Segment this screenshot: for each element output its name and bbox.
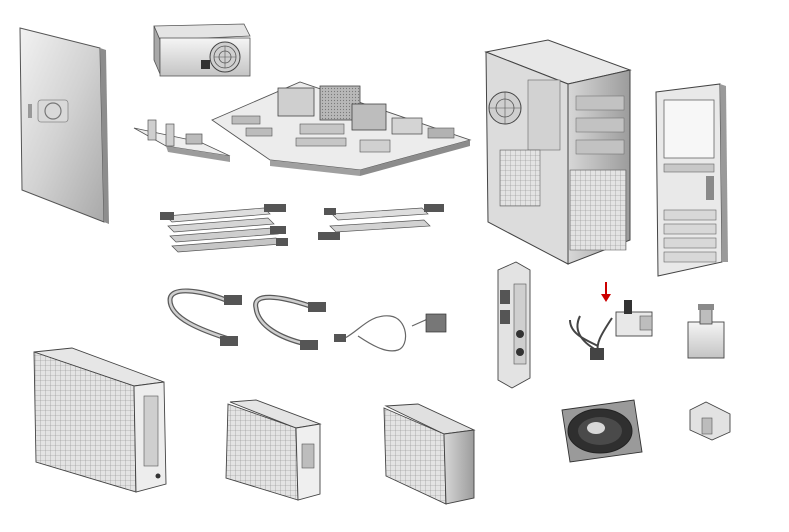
- audio-jack-icon: [516, 330, 524, 356]
- arrow-down-icon: [601, 282, 611, 302]
- sata-cable-1: [167, 288, 242, 346]
- chassis: [484, 39, 632, 265]
- expansion-riser-card: [133, 119, 231, 162]
- hard-drive: [383, 403, 476, 505]
- power-switch-cable: [334, 313, 447, 352]
- chassis-clip: [689, 401, 731, 441]
- heatsink-fan: [687, 304, 725, 359]
- front-bezel: [655, 83, 728, 277]
- power-supply: [153, 23, 251, 77]
- power-button-assembly: [569, 282, 653, 360]
- system-board: [211, 81, 472, 176]
- fan-icon: [488, 91, 522, 125]
- side-access-panel: [19, 27, 109, 224]
- ribbon-cable-2: [318, 204, 444, 240]
- ribbon-cable-1: [160, 204, 288, 253]
- speaker: [561, 399, 643, 463]
- diskette-drive: [225, 399, 322, 501]
- hp-logo-icon: [37, 99, 69, 123]
- front-io-assembly: [497, 261, 531, 389]
- usb-port-icon: [500, 290, 510, 324]
- optical-drive: [33, 347, 167, 493]
- sata-cable-2: [253, 294, 326, 350]
- fan-icon: [209, 41, 241, 73]
